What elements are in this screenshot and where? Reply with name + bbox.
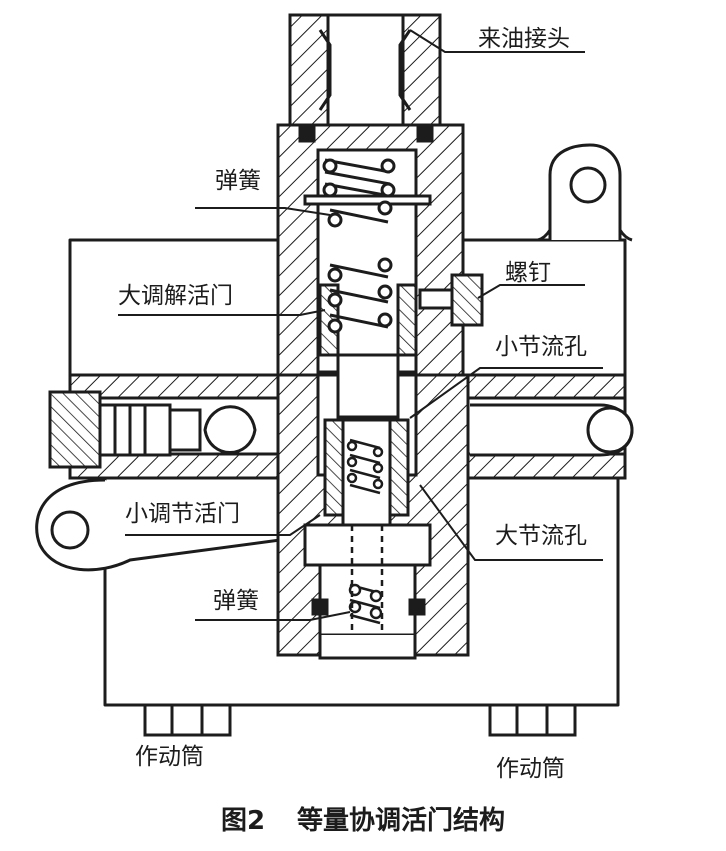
label-screw: 螺钉 (505, 260, 551, 286)
lower-spring-coils (346, 438, 384, 635)
upper-spring-coils (322, 158, 396, 334)
label-spring-top: 弹簧 (215, 168, 261, 194)
left-mounting-ear (35, 478, 281, 572)
label-spring-bottom: 弹簧 (213, 588, 259, 614)
left-plug-fitting (48, 390, 202, 469)
label-small-orifice: 小节流孔 (495, 334, 587, 360)
central-housing (276, 13, 470, 660)
side-screw (418, 273, 484, 327)
figure-title: 等量协调活门结构 (297, 806, 506, 836)
actuator-nut-right (488, 703, 577, 737)
figure-number: 图2 (220, 806, 266, 836)
label-large-orifice: 大节流孔 (495, 523, 587, 549)
label-large-adjust-valve: 大调解活门 (118, 283, 233, 309)
leader-lines (118, 29, 603, 621)
actuator-nut-left (143, 703, 232, 737)
label-oil-inlet-fitting: 来油接头 (478, 26, 570, 52)
figure-caption: 图2 等量协调活门结构 (0, 808, 726, 834)
large-adjust-valve-body (303, 194, 432, 527)
label-small-adjust-valve: 小调节活门 (125, 501, 240, 527)
label-actuator-right: 作动筒 (496, 756, 565, 782)
label-actuator-left: 作动筒 (135, 744, 204, 770)
